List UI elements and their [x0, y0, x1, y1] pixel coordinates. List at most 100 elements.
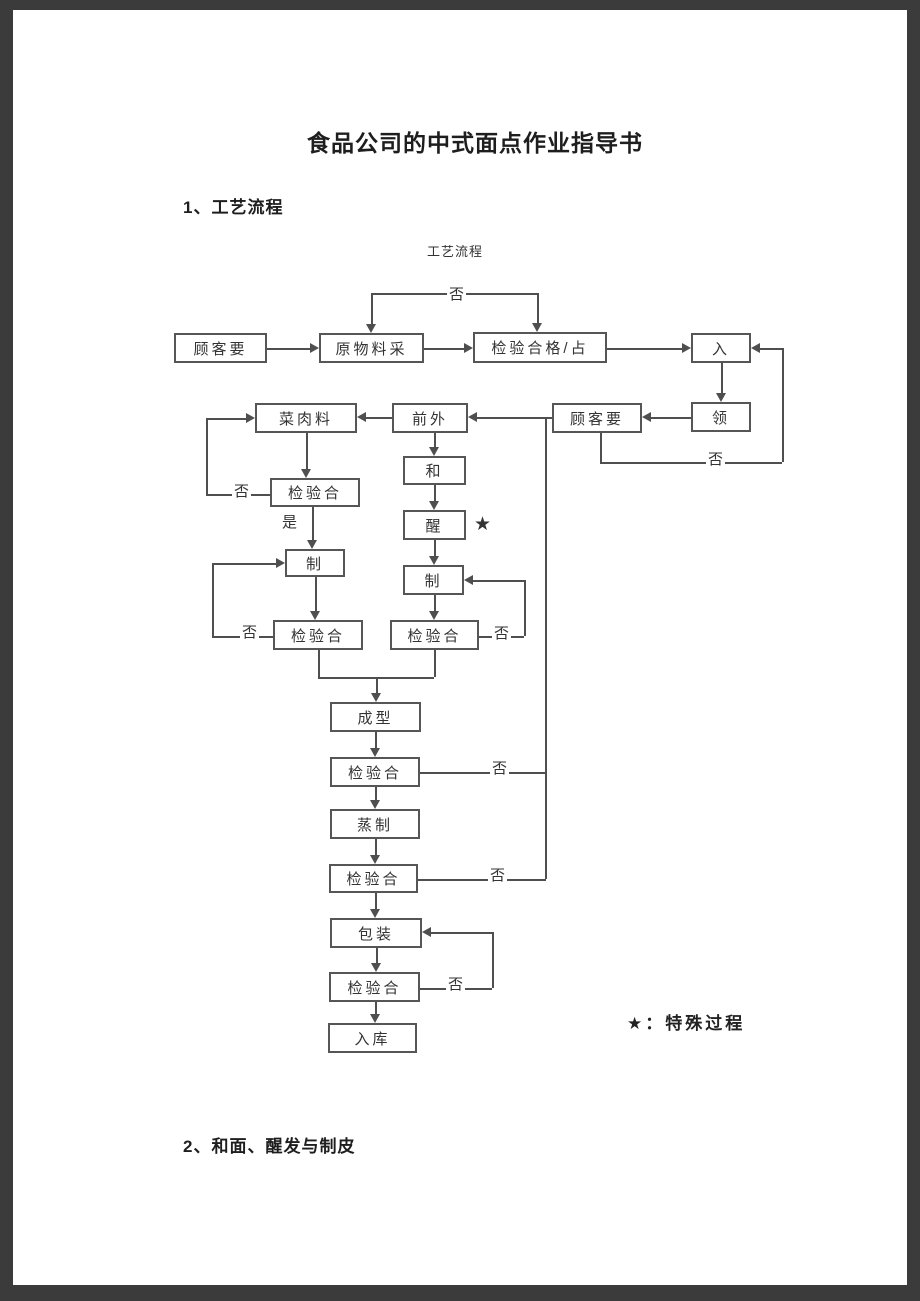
flow-connector-line [418, 879, 546, 881]
flow-connector-line [650, 417, 691, 419]
flow-arrowhead-left [357, 412, 366, 422]
flow-connector-line [472, 580, 524, 582]
flow-connector-line [434, 650, 436, 677]
section-1-heading: 1、工艺流程 [183, 198, 284, 217]
flowchart-caption: 工艺流程 [427, 244, 484, 259]
flow-arrowhead-down [716, 393, 726, 402]
flow-node-inspect-left-2: 检验合 [273, 620, 363, 650]
flow-arrowhead-down [371, 693, 381, 702]
flow-connector-line [434, 485, 436, 504]
flow-node-veg-meat-material: 菜肉料 [255, 403, 357, 433]
flow-node-enter: 入 [691, 333, 751, 363]
flow-connector-line [267, 348, 313, 350]
flow-connector-line [428, 932, 492, 934]
flow-connector-line [318, 650, 320, 677]
flow-node-forming: 成型 [330, 702, 421, 732]
flow-arrowhead-down [370, 909, 380, 918]
flow-connector-line [545, 417, 547, 879]
flow-connector-line [315, 577, 317, 614]
section-2-heading: 2、和面、醒发与制皮 [183, 1137, 356, 1156]
document-title: 食品公司的中式面点作业指导书 [307, 130, 643, 156]
flow-connector-line [376, 948, 378, 966]
flow-branch-label: 否 [446, 976, 466, 993]
flow-connector-line [212, 563, 279, 565]
flow-node-receive: 领 [691, 402, 751, 432]
flow-arrowhead-down [370, 1014, 380, 1023]
flow-connector-line [375, 787, 377, 803]
flow-connector-line [434, 540, 436, 559]
flow-arrowhead-left [468, 412, 477, 422]
flow-branch-label: 否 [232, 483, 252, 500]
flow-node-knead: 和 [403, 456, 466, 485]
flow-arrowhead-down [532, 323, 542, 332]
flow-connector-line [306, 433, 308, 472]
flow-connector-line [600, 433, 602, 462]
flow-connector-line [424, 348, 467, 350]
legend-special-process: ★：特殊过程 [627, 1014, 746, 1033]
flow-branch-label: 否 [706, 451, 726, 468]
flow-node-warehouse: 入库 [328, 1023, 417, 1053]
flow-node-inspect-4: 检验合 [329, 864, 418, 893]
flow-connector-line [759, 348, 782, 350]
flow-arrowhead-down [429, 611, 439, 620]
flow-node-make-left: 制 [285, 549, 345, 577]
flow-connector-line [365, 417, 392, 419]
flow-arrowhead-left [751, 343, 760, 353]
flow-arrowhead-down [370, 748, 380, 757]
flow-arrowhead-down [366, 324, 376, 333]
flow-arrowhead-down [429, 447, 439, 456]
flow-branch-label: 是 [282, 514, 298, 531]
flow-arrowhead-down [301, 469, 311, 478]
flow-node-inspect-mid: 检验合 [390, 620, 479, 650]
flow-arrowhead-down [371, 963, 381, 972]
flow-connector-line [434, 432, 436, 450]
flow-connector-line [206, 418, 249, 420]
flow-branch-label: 否 [488, 867, 508, 884]
flow-branch-label: 否 [490, 760, 510, 777]
flow-arrowhead-down [370, 855, 380, 864]
flow-node-inspect-left-1: 检验合 [270, 478, 360, 507]
flow-connector-line [721, 363, 723, 396]
flow-connector-line [376, 677, 378, 696]
flow-connector-line [375, 732, 377, 751]
flow-node-inspect-5: 检验合 [329, 972, 420, 1002]
flow-branch-label: 否 [492, 625, 512, 642]
flow-node-packaging: 包装 [330, 918, 422, 948]
flow-node-inspect-qualified: 检验合格/占 [473, 332, 607, 363]
flow-node-inspect-3: 检验合 [330, 757, 420, 787]
flow-connector-line [375, 839, 377, 858]
special-process-star-icon: ★ [474, 514, 492, 535]
flow-connector-line [537, 293, 539, 326]
flow-connector-line [492, 932, 494, 988]
flow-arrowhead-left [642, 412, 651, 422]
flow-connector-line [607, 348, 685, 350]
flow-node-raw-material-purchase: 原物料采 [319, 333, 424, 363]
flow-node-steaming: 蒸制 [330, 809, 420, 839]
flow-connector-line [206, 418, 208, 494]
flow-connector-line [420, 772, 546, 774]
flow-arrowhead-down [370, 800, 380, 809]
flow-connector-line [524, 580, 526, 636]
flow-connector-line [375, 893, 377, 912]
flow-arrowhead-left [422, 927, 431, 937]
flow-branch-label: 否 [447, 286, 467, 303]
flow-arrowhead-left [464, 575, 473, 585]
flow-arrowhead-right [276, 558, 285, 568]
flow-arrowhead-down [310, 611, 320, 620]
flow-connector-line [375, 1002, 377, 1017]
flow-connector-line [782, 348, 784, 462]
flow-arrowhead-down [307, 540, 317, 549]
flow-arrowhead-right [464, 343, 473, 353]
flow-connector-line [212, 563, 214, 636]
flow-arrowhead-right [246, 413, 255, 423]
flow-arrowhead-down [429, 556, 439, 565]
flow-arrowhead-right [310, 343, 319, 353]
flow-node-pre-process: 前外 [392, 403, 468, 433]
flow-node-customer-req-2: 顾客要 [552, 403, 642, 433]
flow-node-customer-req-1: 顾客要 [174, 333, 267, 363]
flow-connector-line [434, 595, 436, 614]
flow-arrowhead-down [429, 501, 439, 510]
flow-branch-label: 否 [240, 624, 260, 641]
flow-connector-line [312, 507, 314, 543]
